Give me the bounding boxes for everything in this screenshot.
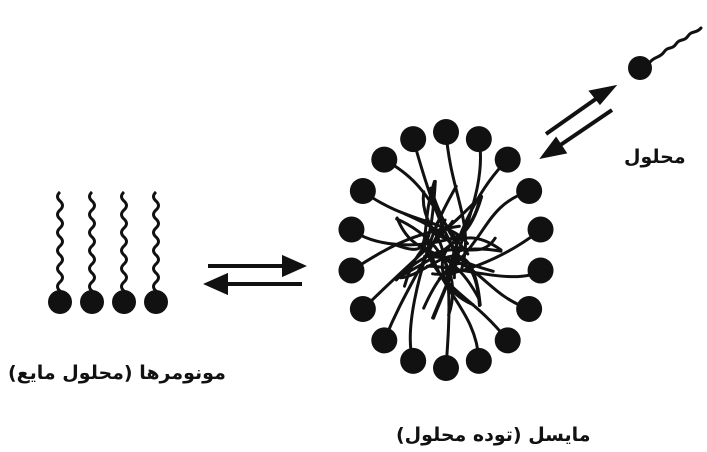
micelle-head (495, 147, 521, 173)
solution-label: محلول (624, 146, 686, 168)
monomer-tail (90, 192, 95, 300)
micelle (338, 119, 553, 381)
monomer-head (112, 290, 136, 314)
free-monomer (650, 28, 701, 62)
monomer-head (144, 290, 168, 314)
micelle-head (350, 296, 376, 322)
micelle-head (528, 257, 554, 283)
micelle-head (528, 217, 554, 243)
micelle-head (338, 217, 364, 243)
micelle-head (495, 327, 521, 353)
monomers-label: مونومرها (محلول مایع) (8, 362, 226, 384)
monomer-group (48, 192, 168, 314)
monomer-tail (58, 192, 63, 300)
micelle-head (516, 296, 542, 322)
micelle-head (466, 126, 492, 152)
free-monomer-head (628, 56, 652, 80)
micelle-head (433, 355, 459, 381)
monomer-tail (122, 192, 127, 300)
micelle-label: مایسل (توده محلول) (396, 424, 591, 446)
micelle-head (466, 348, 492, 374)
micelle-head (516, 178, 542, 204)
micelle-head (338, 257, 364, 283)
micelle-head (371, 327, 397, 353)
equilibrium-arrows-middle (208, 258, 302, 292)
monomer-head (80, 290, 104, 314)
monomer-tail (154, 192, 159, 300)
equilibrium-arrows-top (544, 88, 612, 156)
monomer-head (48, 290, 72, 314)
micelle-head (400, 348, 426, 374)
micelle-head (350, 178, 376, 204)
micelle-head (371, 147, 397, 173)
micelle-head (400, 126, 426, 152)
micelle-head (433, 119, 459, 145)
